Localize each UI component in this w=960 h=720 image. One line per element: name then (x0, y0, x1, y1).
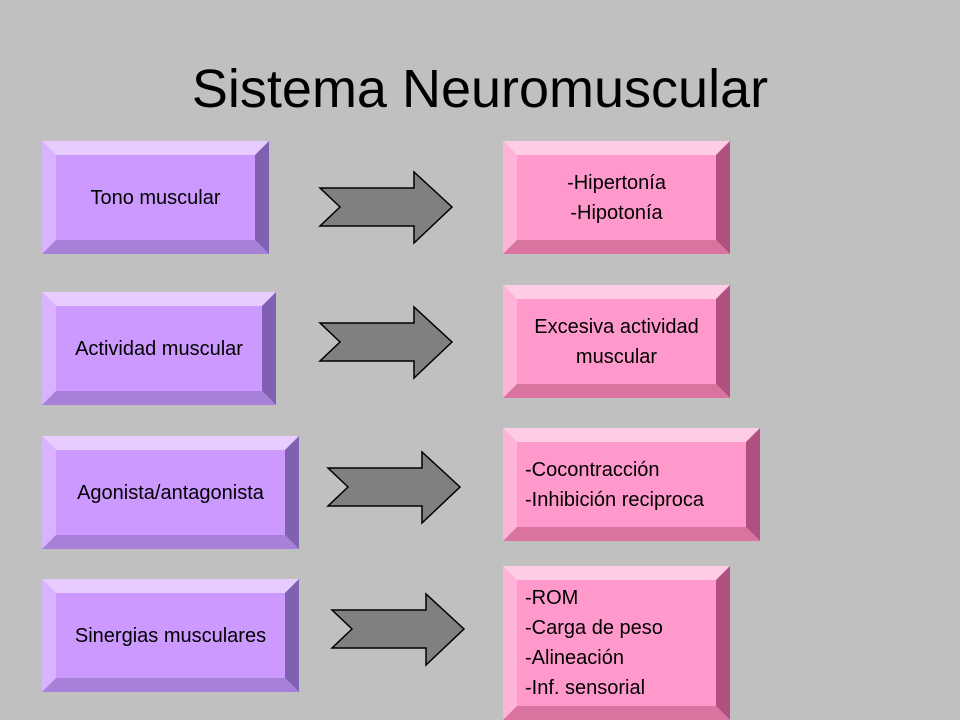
effect-box-agonista: -Cocontracción -Inhibición reciproca (503, 428, 760, 541)
concept-box-agonista: Agonista/antagonista (42, 436, 299, 549)
right-arrow-icon (318, 170, 454, 245)
bevel-shape (42, 579, 299, 692)
concept-box-actividad: Actividad muscular (42, 292, 276, 405)
right-arrow-icon (326, 450, 462, 525)
effect-label: Excesiva actividad muscular (534, 315, 699, 368)
bevel-shape (42, 141, 269, 254)
concept-label: Actividad muscular (75, 337, 243, 360)
bevel-shape (503, 428, 760, 541)
concept-box-tono: Tono muscular (42, 141, 269, 254)
bevel-shape (503, 285, 730, 398)
page-title: Sistema Neuromuscular (191, 59, 769, 119)
bevel-shape (503, 141, 730, 254)
effect-label: -Hipertonía -Hipotonía (567, 171, 666, 224)
concept-label: Agonista/antagonista (77, 481, 264, 504)
bevel-shape (42, 436, 299, 549)
concept-label: Tono muscular (90, 186, 221, 209)
effect-box-sinergias: -ROM -Carga de peso -Alineación -Inf. se… (503, 566, 730, 720)
effect-label: -ROM -Carga de peso -Alineación -Inf. se… (525, 587, 663, 699)
concept-box-sinergias: Sinergias musculares (42, 579, 299, 692)
right-arrow-icon (330, 592, 466, 667)
effect-box-tono: -Hipertonía -Hipotonía (503, 141, 730, 254)
right-arrow-icon (318, 305, 454, 380)
bevel-shape (42, 292, 276, 405)
effect-box-actividad: Excesiva actividad muscular (503, 285, 730, 398)
effect-label: -Cocontracción -Inhibición reciproca (525, 458, 704, 511)
concept-label: Sinergias musculares (74, 624, 267, 647)
bevel-shape (503, 566, 730, 720)
